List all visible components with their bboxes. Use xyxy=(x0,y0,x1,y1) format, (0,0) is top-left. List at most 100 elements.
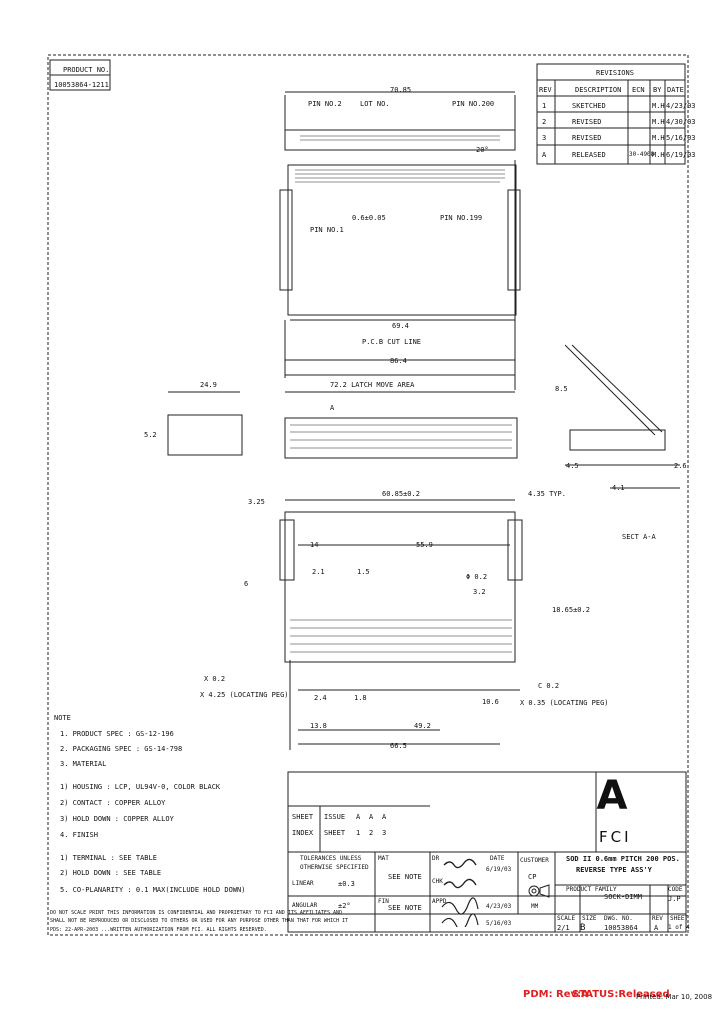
rev-header: REV xyxy=(539,86,552,94)
material-value: SEE NOTE xyxy=(388,873,422,881)
dim-86-4: 86.4 xyxy=(390,357,407,365)
pdm-rev: PDM: Rev:A xyxy=(523,989,589,1000)
note-line: 1) HOUSING : LCP, UL94V-0, COLOR BLACK xyxy=(60,783,221,791)
sheet-cell: 1 xyxy=(356,829,361,837)
sheet-row-label: SHEET xyxy=(324,829,346,837)
note-line: 2) HOLD DOWN : SEE TABLE xyxy=(60,869,162,877)
sheet-cell: 3 xyxy=(382,829,387,837)
locating-peg-2: X 0.35 (LOCATING PEG) xyxy=(520,699,609,707)
linear-label: LINEAR xyxy=(292,880,314,887)
disclaimer-line: PDS: 22-APR-2003 ...WRITTEN AUTHORIZATIO… xyxy=(50,927,267,933)
sheet-label-tb: SHEET xyxy=(670,915,689,922)
dim-24-9: 24.9 xyxy=(200,381,217,389)
dim-top-width: 70.85 xyxy=(390,86,412,94)
datum-x-tol: X 0.2 xyxy=(204,675,226,683)
pin-199-label: PIN NO.199 xyxy=(440,214,483,222)
product-family-label: PRODUCT FAMILY xyxy=(566,886,617,893)
logo-letter: A xyxy=(596,773,628,819)
index-label: INDEX xyxy=(292,829,314,837)
status-released: STATUS:Released xyxy=(572,989,670,1000)
dim-69-4: 69.4 xyxy=(392,322,409,330)
sheet-label: SHEET xyxy=(292,813,314,821)
angular-value: ±2° xyxy=(338,902,351,910)
scale-label: SCALE xyxy=(557,915,576,922)
latch-move-area-label: 72.2 LATCH MOVE AREA xyxy=(330,381,415,389)
note-line: 1. PRODUCT SPEC : GS-12-196 xyxy=(60,730,174,738)
dr-label: DR xyxy=(432,855,440,862)
code-value: J.P xyxy=(668,895,681,903)
description-header: DESCRIPTION xyxy=(575,86,622,94)
scale-value: 2/1 xyxy=(557,924,570,932)
dim-55-9: 55.9 xyxy=(416,541,433,549)
dwg-no-value: 10053864 xyxy=(604,924,638,932)
ecn-cell: 30-4908 xyxy=(629,151,655,158)
dim-6: 6 xyxy=(244,580,249,588)
desc-cell: RELEASED xyxy=(572,151,606,159)
dim-49-2: 49.2 xyxy=(414,722,431,730)
rev-cell: 2 xyxy=(542,118,547,126)
rev-label: REV xyxy=(652,915,663,922)
linear-value: ±0.3 xyxy=(338,880,355,888)
date-cell: 6/19/03 xyxy=(666,151,696,159)
tolerance-heading: TOLERANCES UNLESS xyxy=(300,855,362,862)
ecn-header: ECN xyxy=(632,86,645,94)
title-line-2: REVERSE TYPE ASS'Y xyxy=(576,866,652,874)
date-header: DATE xyxy=(667,86,684,94)
rev-cell: 3 xyxy=(542,134,547,142)
pin-200-label: PIN NO.200 xyxy=(452,100,495,108)
dim-2-4: 2.4 xyxy=(314,694,327,702)
tolerance-heading: OTHERWISE SPECIFIED xyxy=(300,864,369,871)
note-line: NOTE xyxy=(54,714,71,722)
dr-date: 4/23/03 xyxy=(486,903,512,910)
dim-3-25: 3.25 xyxy=(248,498,265,506)
pin-1-label: PIN NO.1 xyxy=(310,226,344,234)
date-cell: 5/16/03 xyxy=(666,134,696,142)
product-family-value: SOCK-DIMM xyxy=(604,893,642,901)
note-line: 2) CONTACT : COPPER ALLOY xyxy=(60,799,166,807)
finish-value: SEE NOTE xyxy=(388,904,422,912)
logo-fci: FCI xyxy=(599,828,632,846)
dwg-no-label: DWG. NO. xyxy=(604,915,633,922)
by-header: BY xyxy=(653,86,662,94)
section-a-a-label: SECT A-A xyxy=(622,533,656,541)
appd-date: 6/19/03 xyxy=(486,866,512,873)
pitch-label: 0.6±0.05 xyxy=(352,214,386,222)
sheet-border xyxy=(47,54,689,936)
material-label: MAT xyxy=(378,855,389,862)
date-cell: 4/23/03 xyxy=(666,102,696,110)
date-cell: 4/30/03 xyxy=(666,118,696,126)
units-value: MM xyxy=(531,903,539,910)
date-label: DATE xyxy=(490,855,505,862)
dim-1-8: 1.8 xyxy=(354,694,367,702)
note-line: 1) TERMINAL : SEE TABLE xyxy=(60,854,157,862)
dim-85-deg: 8.5 xyxy=(555,385,568,393)
dim-3-5: 4.5 xyxy=(566,462,579,470)
desc-cell: REVISED xyxy=(572,134,602,142)
dim-66-5: 66.5 xyxy=(390,742,407,750)
disclaimer-line: DO NOT SCALE PRINT THIS INFORMATION IS C… xyxy=(50,910,342,916)
title-line-1: SOD II 0.6mm PITCH 200 POS. xyxy=(566,855,680,863)
desc-cell: REVISED xyxy=(572,118,602,126)
angular-label: ANGULAR xyxy=(292,902,318,909)
note-line: 5. CO-PLANARITY : 0.1 MAX(INCLUDE HOLD D… xyxy=(60,886,246,894)
note-line: 2. PACKAGING SPEC : GS-14-798 xyxy=(60,745,183,753)
note-line: 3. MATERIAL xyxy=(60,760,107,768)
customer-value: CP xyxy=(528,873,537,881)
lot-label: LOT NO. xyxy=(360,100,390,108)
chk-label: CHK xyxy=(432,878,443,885)
dim-10-6: 10.6 xyxy=(482,698,499,706)
position-tolerance: Φ 0.2 xyxy=(466,573,488,581)
datum-c-tol: C 0.2 xyxy=(538,682,560,690)
code-label: CODE xyxy=(668,886,683,893)
dim-1-5: 1.5 xyxy=(357,568,370,576)
dim-1: 2.6 xyxy=(674,462,687,470)
size-value: B xyxy=(580,923,586,933)
projection-symbol-icon xyxy=(528,884,550,898)
sheet-cell: 2 xyxy=(369,829,374,837)
issue-label: ISSUE xyxy=(324,813,346,821)
revisions-title: REVISIONS xyxy=(596,69,634,77)
signature-marks xyxy=(441,858,479,927)
product-no-value: 10053864-1211 xyxy=(54,81,109,89)
rev-value: A xyxy=(654,924,659,932)
issue-cell: A xyxy=(356,813,361,821)
